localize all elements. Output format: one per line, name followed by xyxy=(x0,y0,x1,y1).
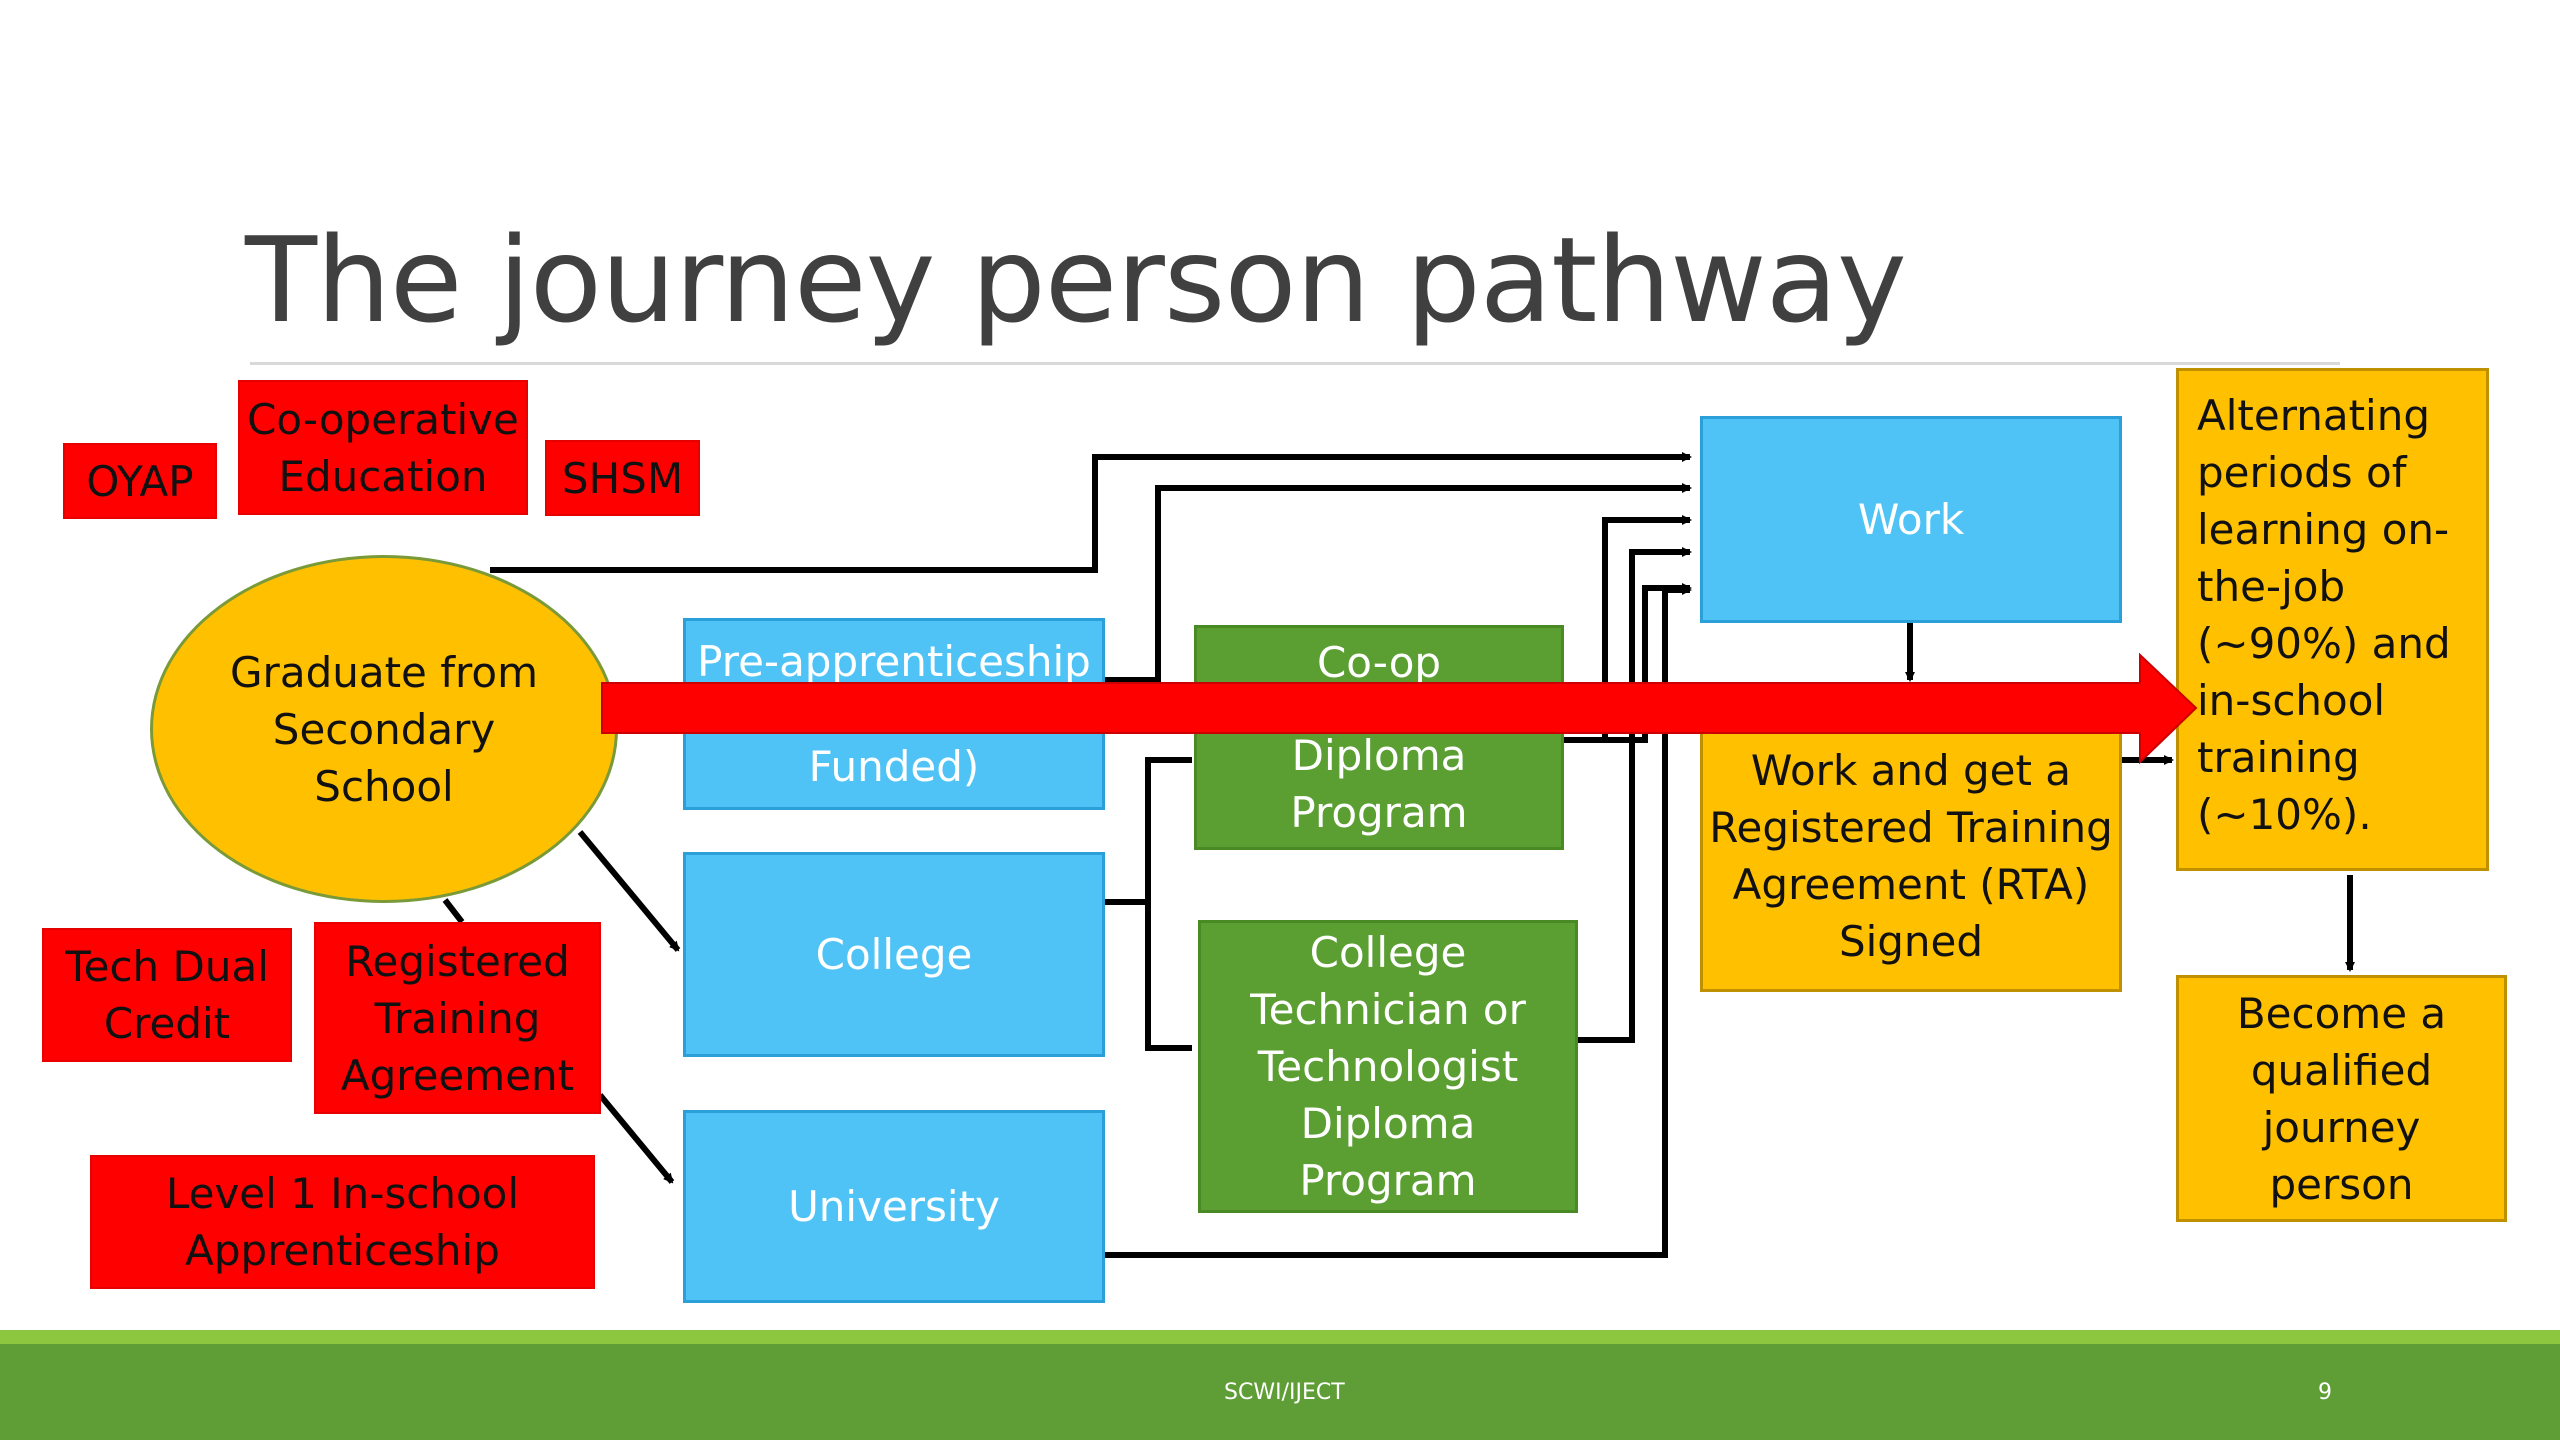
connector-college-split xyxy=(1103,757,1192,1051)
connector-university-to-work xyxy=(1103,585,1692,1258)
node-graduate: Graduate from Secondary School xyxy=(150,555,618,903)
connector-graduate-to-college xyxy=(577,830,681,952)
label-shsm: SHSM xyxy=(545,440,700,516)
label-level1-inschool: Level 1 In-school Apprenticeship xyxy=(90,1155,595,1289)
title-divider xyxy=(250,362,2340,365)
slide-title: The journey person pathway xyxy=(245,211,1907,349)
node-work-rta: Work and get a Registered Training Agree… xyxy=(1700,720,2122,992)
node-pre-apprenticeship-bottom: Funded) xyxy=(808,742,980,791)
node-coop-diploma-top: Co-op xyxy=(1316,638,1442,687)
connector-coop-diploma-to-work xyxy=(1562,515,1692,743)
label-oyap: OYAP xyxy=(63,443,217,519)
node-coop-diploma: Co-op Diploma Program xyxy=(1194,625,1564,850)
label-tech-dual-credit: Tech Dual Credit xyxy=(42,928,292,1062)
node-university: University xyxy=(683,1110,1105,1303)
footer-text: SCWI/IJECT xyxy=(1224,1380,1345,1405)
label-registered-training-agreement: Registered Training Agreement xyxy=(314,922,601,1114)
footer-accent-bar xyxy=(0,1330,2560,1344)
node-work: Work xyxy=(1700,416,2122,623)
connector-college-tech-to-work xyxy=(1575,547,1692,1043)
connector-graduate-to-rta xyxy=(442,898,465,924)
label-coop-education: Co-operative Education xyxy=(238,380,528,515)
connector-graduate-to-work xyxy=(490,452,1692,573)
node-college: College xyxy=(683,852,1105,1057)
footer-bar xyxy=(0,1344,2560,1440)
big-red-arrow-shape xyxy=(601,652,2198,765)
node-pre-apprenticeship-top: Pre-apprenticeship xyxy=(697,637,1091,686)
node-coop-diploma-bottom: Diploma Program xyxy=(1290,731,1468,837)
node-college-technician: College Technician or Technologist Diplo… xyxy=(1198,920,1578,1213)
connector-pre-apprenticeship-to-work xyxy=(1100,483,1692,683)
connector-rta-to-university xyxy=(597,1093,675,1184)
page-number: 9 xyxy=(2318,1380,2332,1405)
node-become-qualified: Become a qualified journey person xyxy=(2176,975,2507,1222)
node-alternating: Alternating periods of learning on- the-… xyxy=(2176,368,2489,871)
